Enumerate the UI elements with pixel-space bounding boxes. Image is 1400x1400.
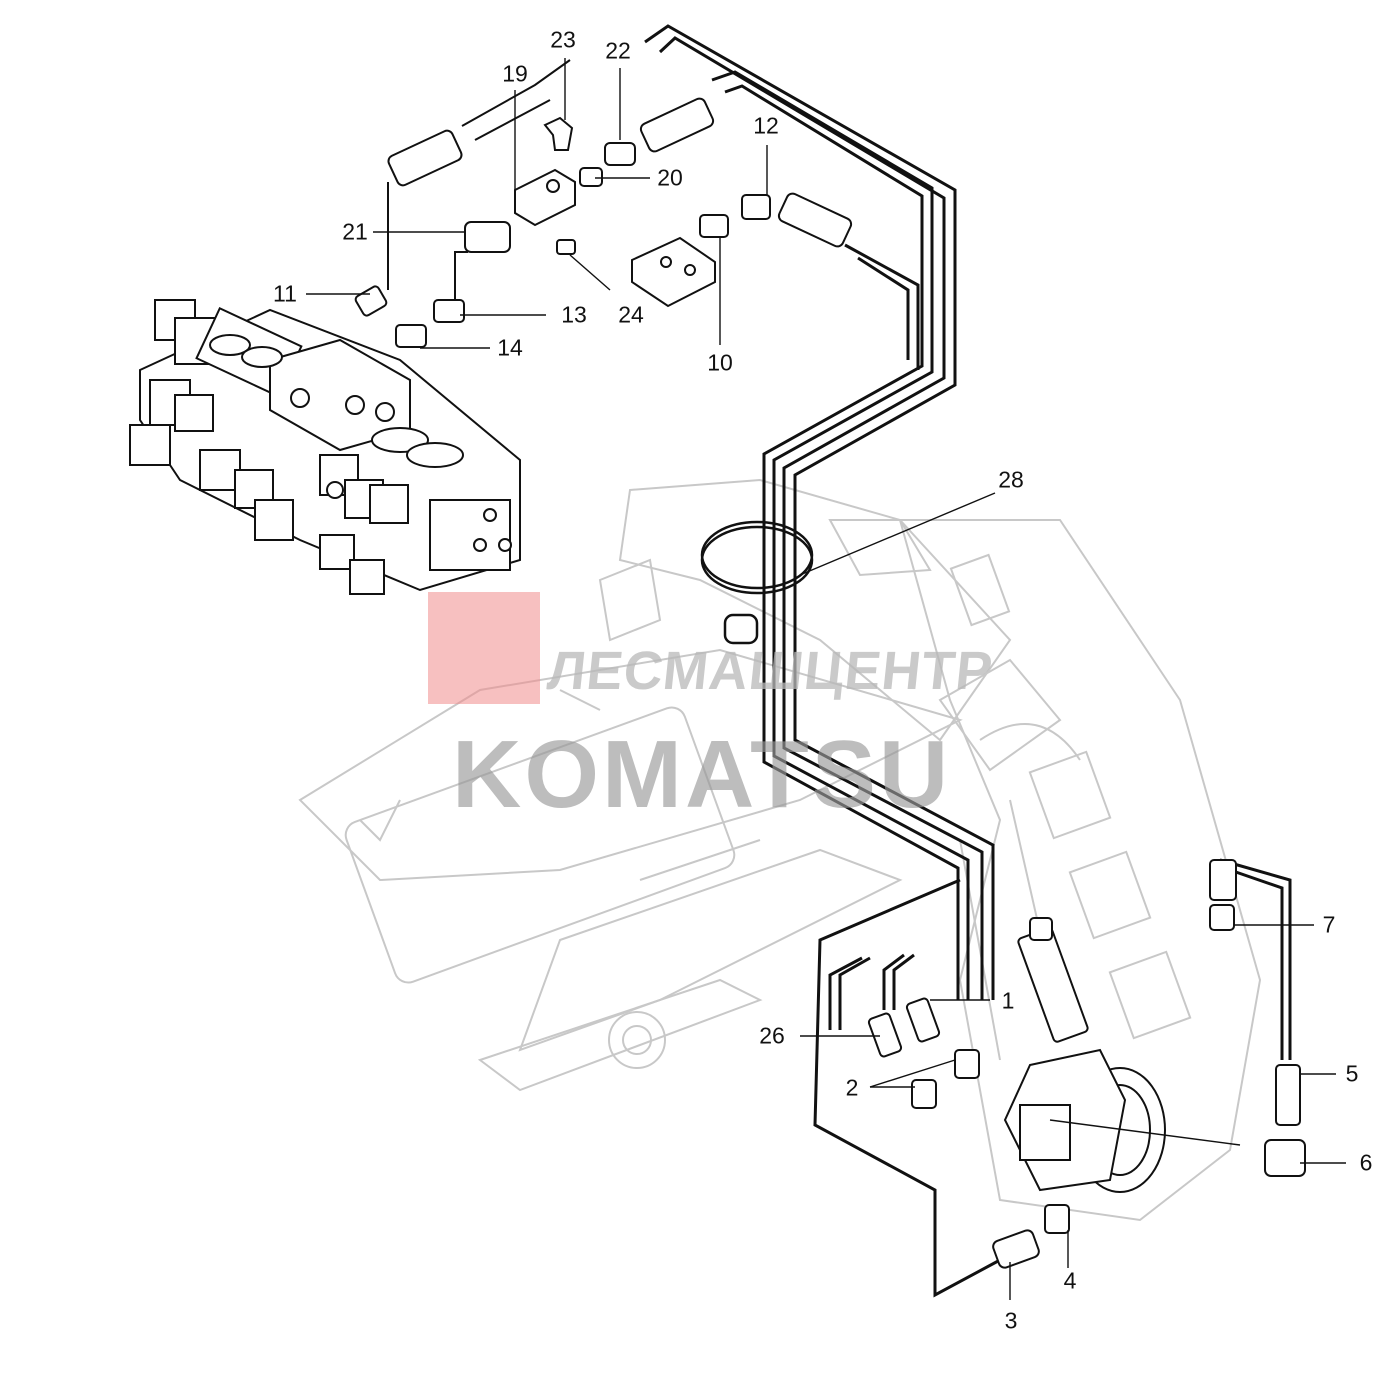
callout-24: 24 <box>618 301 644 328</box>
leader-lines <box>306 58 1346 1300</box>
watermark-brand-text: KOMATSU <box>452 721 952 828</box>
callout-5: 5 <box>1345 1060 1359 1087</box>
callout-7: 7 <box>1322 911 1336 938</box>
callout-26: 26 <box>759 1022 785 1049</box>
callout-28: 28 <box>998 466 1024 493</box>
callout-4: 4 <box>1063 1267 1077 1294</box>
control-valve-block <box>129 299 521 595</box>
callout-10: 10 <box>707 349 733 376</box>
watermark-company-text: ЛЕСМАШЦЕНТР <box>544 641 997 701</box>
pump-assembly <box>867 859 1306 1269</box>
callout-14: 14 <box>497 334 523 361</box>
hose-clamp <box>700 520 814 645</box>
fittings-group <box>354 97 853 348</box>
thin-hoses <box>387 59 571 300</box>
callout-12: 12 <box>753 112 779 139</box>
callout-19: 19 <box>502 60 528 87</box>
callout-13: 13 <box>561 301 587 328</box>
callout-22: 22 <box>605 37 631 64</box>
callout-23: 23 <box>550 26 576 53</box>
callout-2: 2 <box>845 1074 859 1101</box>
callout-6: 6 <box>1359 1149 1373 1176</box>
return-hose <box>813 858 1292 1298</box>
main-hose-route <box>644 24 995 1000</box>
callout-20: 20 <box>657 164 683 191</box>
concentric-circles-logo-icon <box>428 592 540 704</box>
callout-3: 3 <box>1004 1307 1018 1334</box>
callout-21: 21 <box>342 218 368 245</box>
callout-1: 1 <box>1001 987 1015 1014</box>
callout-11: 11 <box>273 280 297 307</box>
